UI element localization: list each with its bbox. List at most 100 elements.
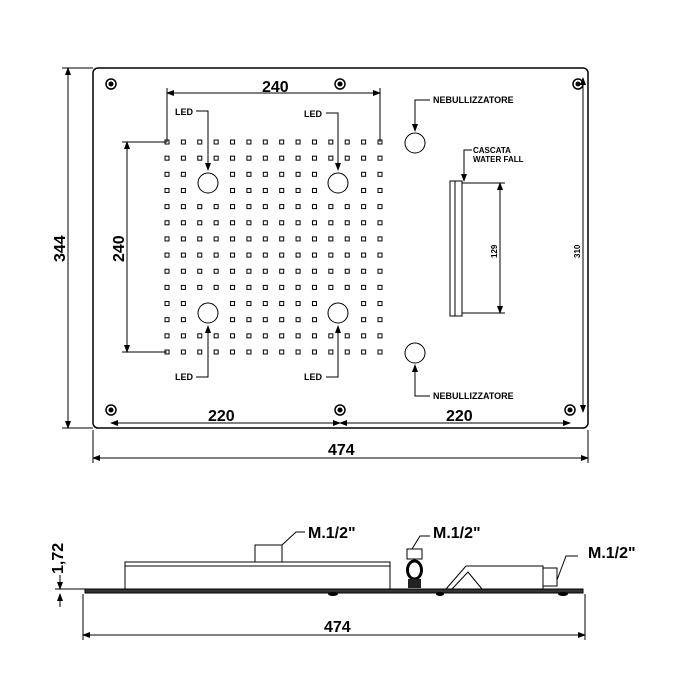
nozzle xyxy=(230,333,236,339)
mounting-hole xyxy=(575,81,581,87)
nozzle xyxy=(230,317,236,323)
mounting-hole xyxy=(108,407,114,413)
nebulizer-circle xyxy=(404,132,426,154)
nozzle xyxy=(361,301,367,307)
nozzle xyxy=(279,236,285,242)
nozzle xyxy=(262,268,268,274)
nozzle xyxy=(246,301,252,307)
nozzle xyxy=(295,333,301,339)
connection-label: M.1/2" xyxy=(308,525,356,542)
nozzle xyxy=(213,268,219,274)
nozzle xyxy=(311,155,317,161)
nozzle xyxy=(213,333,219,339)
nozzle xyxy=(246,252,252,258)
nozzle xyxy=(180,268,186,274)
connection-label: M.1/2" xyxy=(433,525,481,542)
nozzle xyxy=(311,220,317,226)
nozzle xyxy=(311,284,317,290)
nozzle xyxy=(377,317,383,323)
hole-spacing-left: 220 xyxy=(208,408,235,425)
nozzle xyxy=(164,171,170,177)
mounting-hole xyxy=(334,404,346,416)
nozzle xyxy=(230,252,236,258)
nozzle xyxy=(377,333,383,339)
nozzle xyxy=(279,268,285,274)
nozzle xyxy=(311,317,317,323)
nozzle xyxy=(262,252,268,258)
nozzle xyxy=(262,187,268,193)
nozzle xyxy=(328,204,334,210)
grid-width-dimension: 240 xyxy=(262,79,289,96)
nozzle xyxy=(328,252,334,258)
nozzle xyxy=(377,187,383,193)
nozzle xyxy=(246,155,252,161)
nozzle xyxy=(180,204,186,210)
nozzle xyxy=(344,333,350,339)
nozzle xyxy=(213,220,219,226)
nebulizer-label-bottom: NEBULLIZZATORE xyxy=(433,391,514,401)
cascade-length-dimension: 129 xyxy=(490,244,499,258)
led-circle xyxy=(327,302,349,324)
nozzle xyxy=(344,252,350,258)
nozzle xyxy=(311,301,317,307)
nozzle xyxy=(377,252,383,258)
nozzle xyxy=(180,301,186,307)
mounting-hole xyxy=(337,407,343,413)
nozzle xyxy=(230,155,236,161)
nozzle xyxy=(180,284,186,290)
nozzle xyxy=(279,301,285,307)
mounting-hole xyxy=(567,407,573,413)
nozzle xyxy=(164,204,170,210)
overall-height-dimension: 344 xyxy=(52,235,69,262)
nozzle xyxy=(361,317,367,323)
inlet-fitting-left xyxy=(254,544,283,563)
nozzle xyxy=(279,204,285,210)
nozzle xyxy=(246,284,252,290)
nozzle xyxy=(197,333,203,339)
nozzle xyxy=(361,155,367,161)
nozzle xyxy=(279,220,285,226)
nozzle xyxy=(180,187,186,193)
nozzle xyxy=(246,171,252,177)
waterfall-label: WATER FALL xyxy=(473,155,524,164)
nozzle xyxy=(262,204,268,210)
nozzle xyxy=(279,252,285,258)
nozzle xyxy=(197,220,203,226)
nozzle xyxy=(377,155,383,161)
nozzle xyxy=(246,236,252,242)
nozzle xyxy=(213,236,219,242)
nozzle xyxy=(262,284,268,290)
nozzle xyxy=(361,220,367,226)
led-label: LED xyxy=(175,107,194,117)
nozzle xyxy=(361,268,367,274)
nozzle xyxy=(213,284,219,290)
nozzle xyxy=(377,204,383,210)
nozzle xyxy=(295,268,301,274)
nozzle xyxy=(311,252,317,258)
nozzle xyxy=(164,333,170,339)
nozzle xyxy=(328,284,334,290)
nozzle xyxy=(295,155,301,161)
nozzle xyxy=(230,220,236,226)
waterfall-body xyxy=(445,565,544,590)
nozzle xyxy=(328,333,334,339)
nozzle xyxy=(361,139,367,145)
nozzle xyxy=(279,139,285,145)
nozzle xyxy=(246,220,252,226)
led-circle xyxy=(327,172,349,194)
nozzle xyxy=(262,333,268,339)
nozzle xyxy=(344,349,350,355)
hole-spacing-right: 220 xyxy=(446,408,473,425)
nozzle xyxy=(295,171,301,177)
nozzle xyxy=(295,301,301,307)
nozzle xyxy=(180,139,186,145)
mounting-hole xyxy=(105,404,117,416)
nozzle xyxy=(213,204,219,210)
nozzle xyxy=(213,349,219,355)
nebulizer-label-top: NEBULLIZZATORE xyxy=(433,95,514,105)
nozzle xyxy=(295,139,301,145)
side-view: M.1/2" M.1/2" M.1/2" 1,72 474 xyxy=(50,525,636,640)
nozzle xyxy=(311,333,317,339)
nozzle xyxy=(377,171,383,177)
